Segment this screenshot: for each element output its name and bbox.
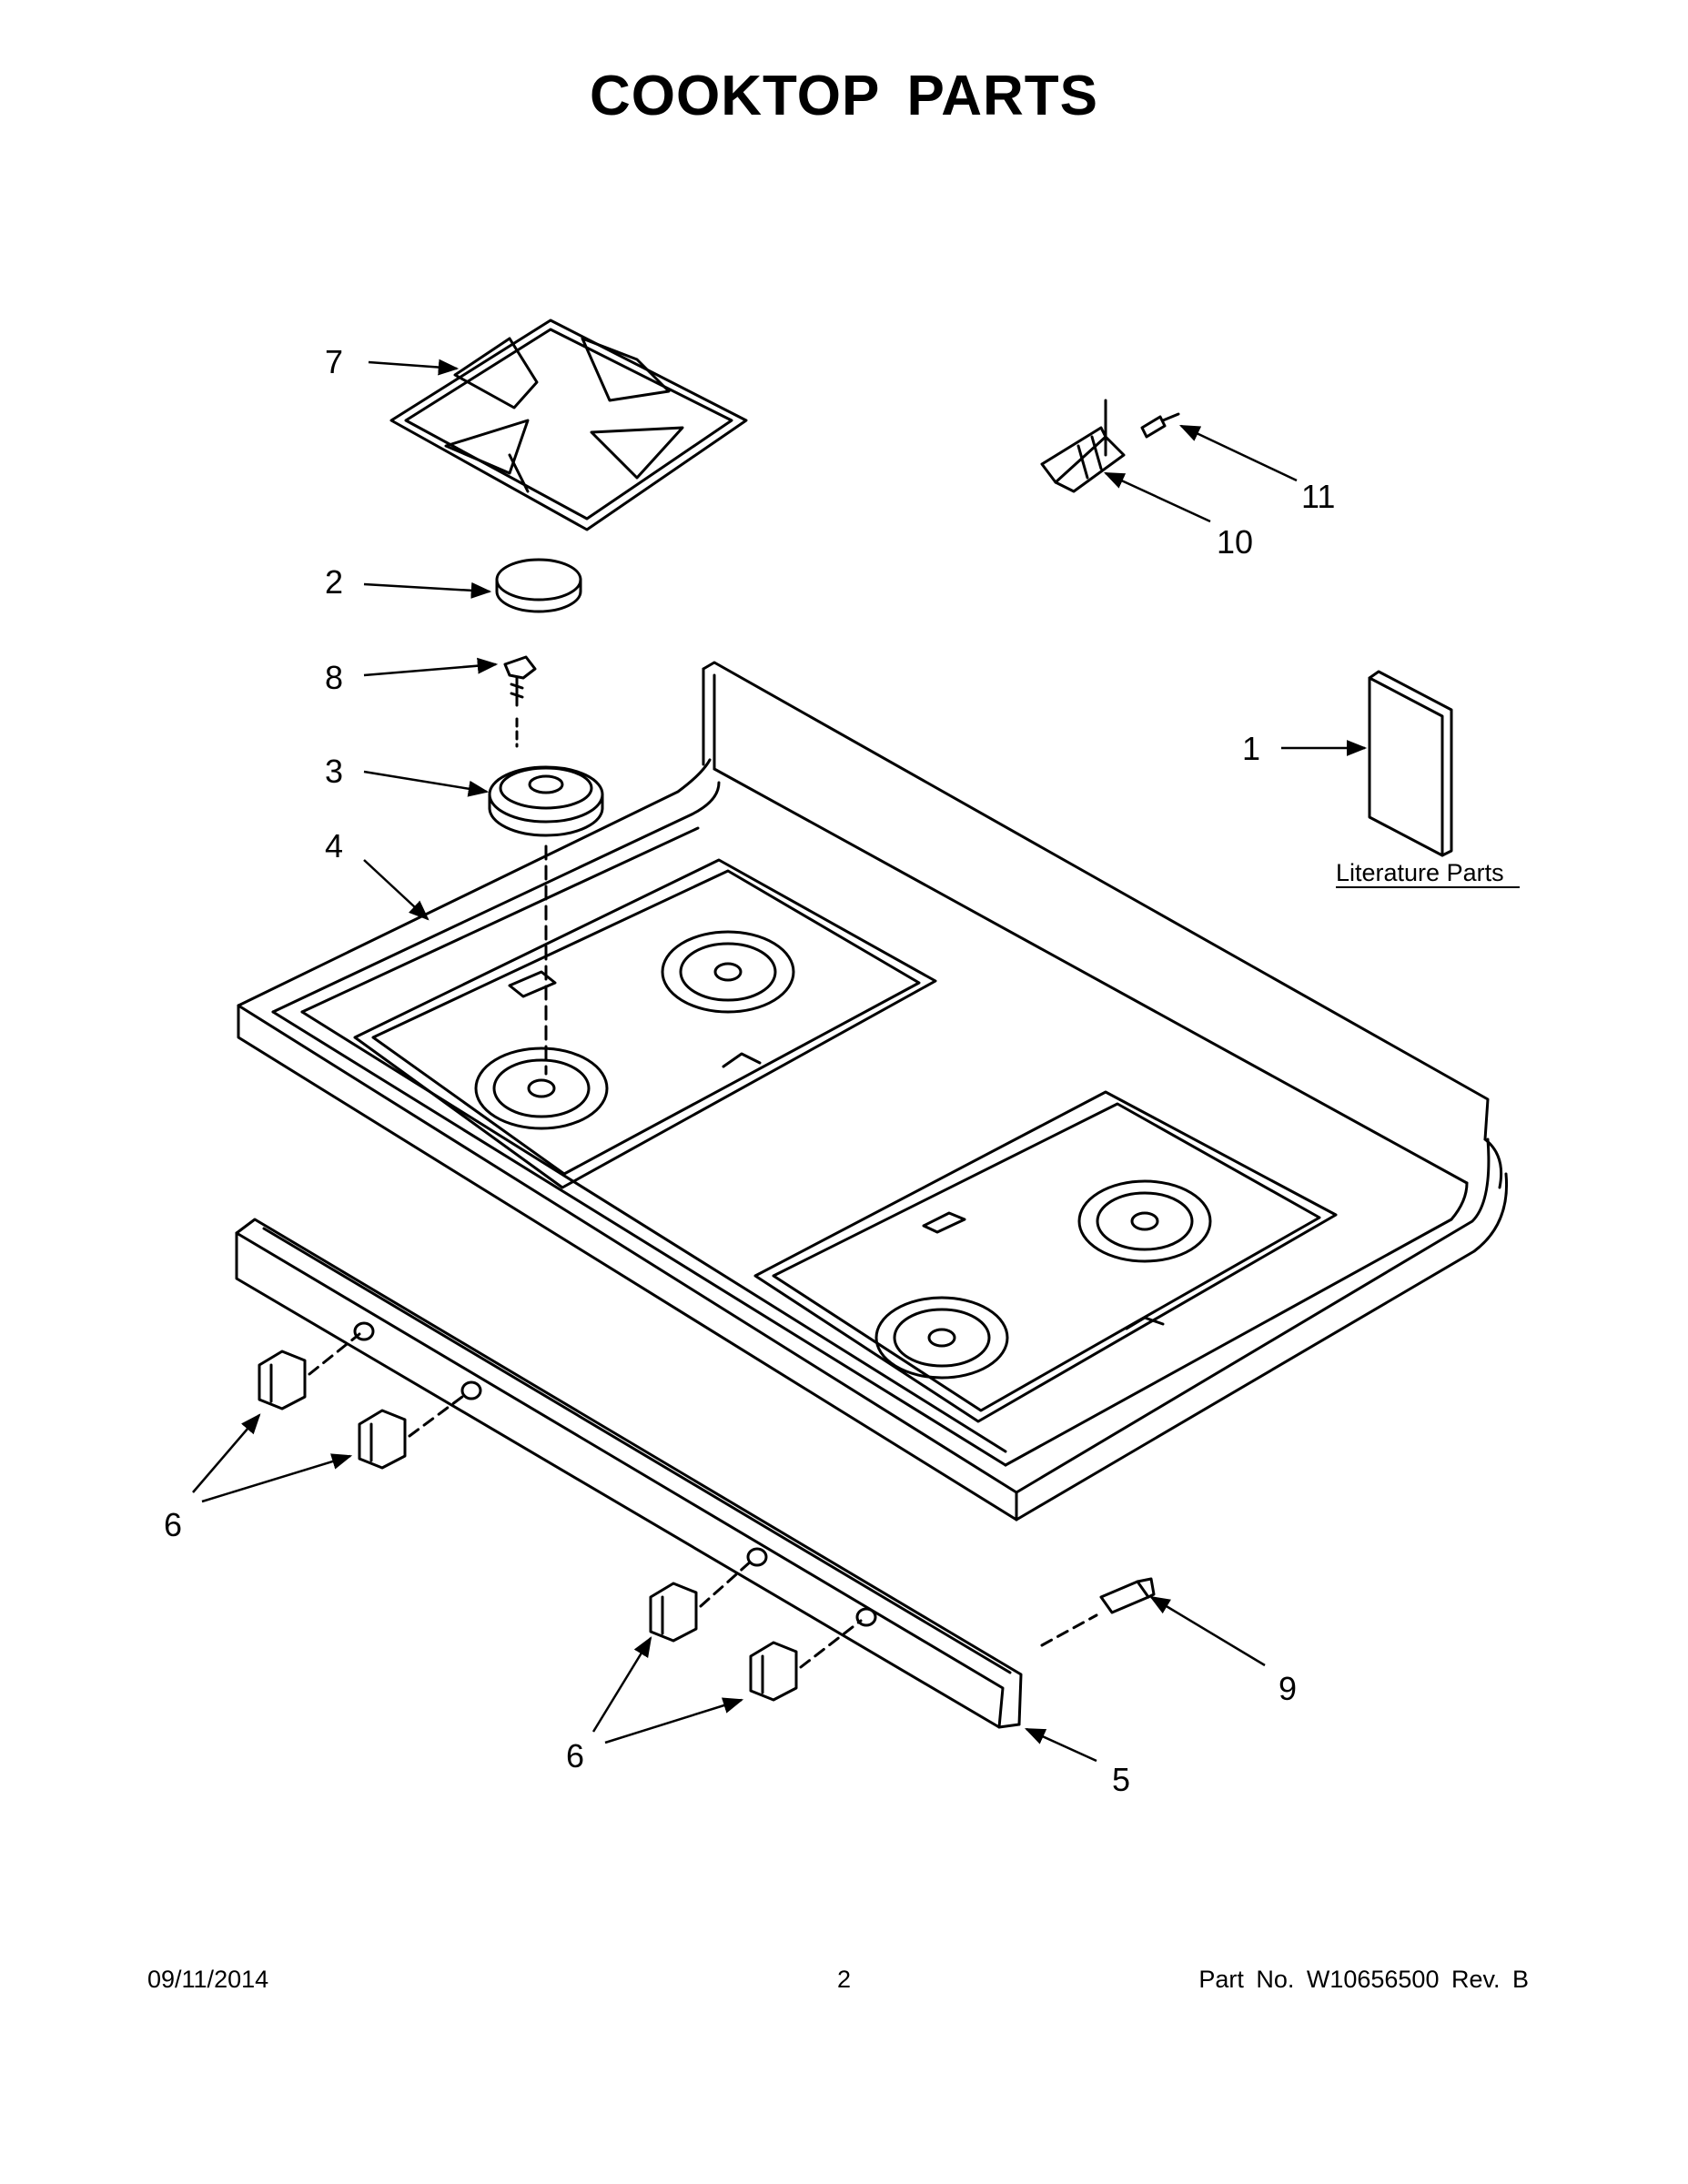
- leader-9: [1149, 1595, 1266, 1667]
- callout-3: 3: [325, 753, 343, 790]
- footer-date: 09/11/2014: [147, 1966, 269, 1993]
- burner-screw: [503, 655, 537, 707]
- callout-7: 7: [325, 343, 343, 380]
- callout-2: 2: [325, 563, 343, 601]
- footer-part-number: Part No. W10656500 Rev. B: [1198, 1966, 1529, 1993]
- burner-grate: [389, 318, 748, 531]
- leader-4: [363, 859, 430, 921]
- page-title: COOKTOP PARTS: [590, 65, 1098, 127]
- callout-10: 10: [1217, 523, 1253, 561]
- control-panel: [235, 1218, 1023, 1729]
- leader-3: [363, 770, 490, 797]
- leader-6b-2: [604, 1697, 744, 1744]
- callout-8: 8: [325, 659, 343, 696]
- anti-tip-bracket: [1040, 399, 1180, 493]
- leader-8: [363, 657, 499, 677]
- callout-5: 5: [1112, 1761, 1130, 1798]
- callout-4: 4: [325, 827, 343, 864]
- leader-10: [1103, 471, 1211, 523]
- burner-base: [488, 765, 604, 837]
- leader-2: [363, 581, 492, 599]
- footer-page-number: 2: [836, 1966, 852, 1993]
- callout-9: 9: [1279, 1670, 1297, 1707]
- callout-6-right: 6: [566, 1737, 584, 1774]
- leader-7: [368, 359, 460, 376]
- control-knobs: [258, 1350, 798, 1702]
- literature-parts-label: Literature Parts: [1336, 859, 1504, 886]
- leader-6a-1: [192, 1413, 261, 1493]
- leader-5: [1024, 1727, 1097, 1763]
- callout-1: 1: [1242, 730, 1260, 767]
- leader-6a-2: [201, 1453, 353, 1503]
- callout-11: 11: [1301, 478, 1335, 515]
- leader-11: [1178, 424, 1298, 482]
- cooktop: [237, 661, 1509, 1522]
- leader-6b-1: [591, 1636, 652, 1733]
- literature-booklet: [1368, 670, 1453, 857]
- panel-screw: [1099, 1577, 1156, 1614]
- callout-6-left: 6: [164, 1506, 182, 1543]
- burner-cap: [495, 558, 582, 613]
